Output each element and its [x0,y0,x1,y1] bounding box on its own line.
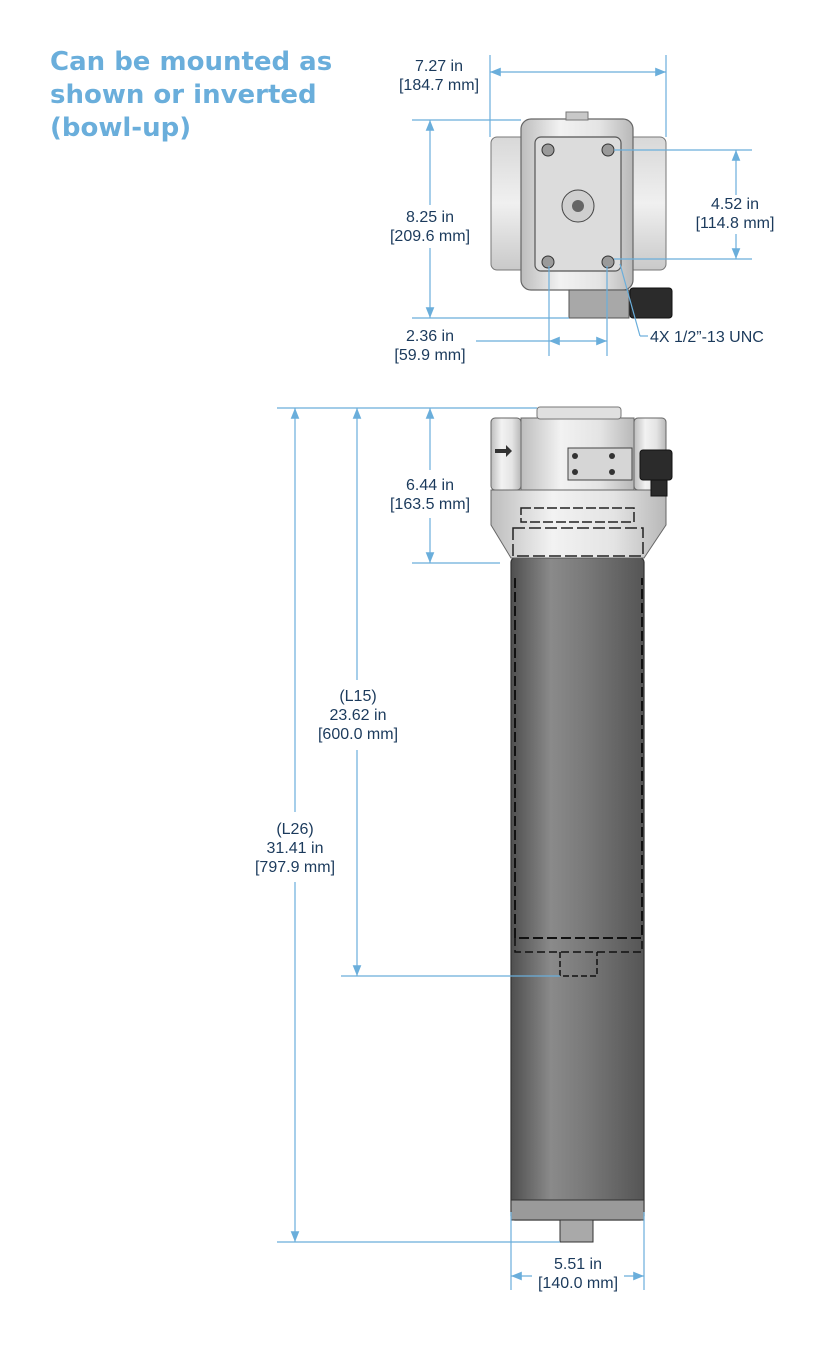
front-view-dimension-lines [277,407,645,1290]
dim-bolt-horizontal-mm: [59.9 mm] [394,347,466,364]
dim-bolt-vertical: 4.52 in [114.8 mm] [688,195,782,233]
dim-bolt-horizontal-in: 2.36 in [405,328,455,345]
dim-top-height-in: 8.25 in [405,209,455,226]
dim-top-width: 7.27 in [184.7 mm] [392,57,486,95]
mounting-note: Can be mounted as shown or inverted (bow… [50,46,350,145]
dim-bowl-width-in: 5.51 in [553,1256,603,1273]
dim-top-width-mm: [184.7 mm] [398,77,480,94]
dim-l15-mm: [600.0 mm] [317,726,399,743]
top-view-dimension-lines [412,55,752,356]
dim-l26-mm: [797.9 mm] [254,859,336,876]
dim-l15-ref: (L15) [339,688,377,705]
thread-callout: 4X 1/2”-13 UNC [650,328,764,347]
dim-l15: (L15) 23.62 in [600.0 mm] [311,687,405,744]
dim-head-height-in: 6.44 in [405,477,455,494]
mounting-note-line-3: (bowl-up) [50,113,192,143]
mounting-note-line-2: shown or inverted [50,80,317,110]
dim-bolt-vertical-mm: [114.8 mm] [695,215,775,232]
mounting-note-line-1: Can be mounted as [50,47,333,77]
front-view [490,406,673,1243]
dim-bowl-width-mm: [140.0 mm] [537,1275,619,1292]
dim-bowl-width: 5.51 in [140.0 mm] [532,1255,624,1293]
dim-l15-in: 23.62 in [329,707,387,724]
dim-bolt-vertical-in: 4.52 in [710,196,760,213]
dim-l26-in: 31.41 in [266,840,324,857]
dim-head-height: 6.44 in [163.5 mm] [383,476,477,514]
dim-head-height-mm: [163.5 mm] [389,496,471,513]
dim-top-height-mm: [209.6 mm] [389,228,471,245]
dim-bolt-horizontal: 2.36 in [59.9 mm] [384,327,476,365]
dim-l26: (L26) 31.41 in [797.9 mm] [248,820,342,877]
thread-callout-text: 4X 1/2”-13 UNC [650,329,764,346]
dim-l26-ref: (L26) [276,821,314,838]
top-view [490,111,673,319]
dim-top-height: 8.25 in [209.6 mm] [383,208,477,246]
dim-top-width-in: 7.27 in [414,58,464,75]
